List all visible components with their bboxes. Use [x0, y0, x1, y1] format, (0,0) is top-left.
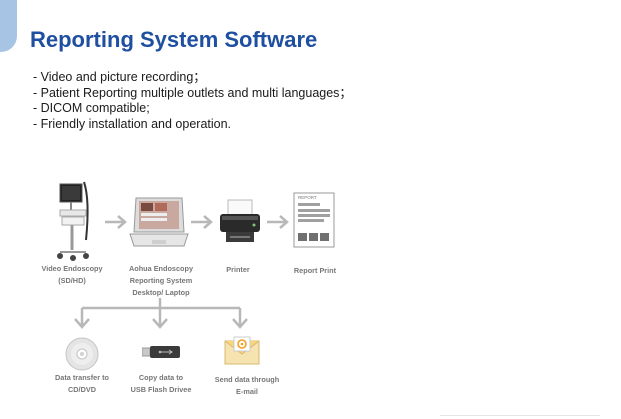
email-envelope-icon [224, 336, 260, 365]
node-label-report-print: Report Print [293, 266, 337, 275]
arrow-right-icon [191, 215, 213, 229]
usb-drive-icon [142, 346, 180, 358]
node-label-video-endoscopy: Video Endoscopy (SD/HD) [41, 264, 103, 285]
arrow-right-icon [105, 215, 127, 229]
divider [440, 415, 600, 416]
node-label-email: Send data through E-mail [214, 375, 280, 396]
node-label-reporting-system: Aohua Endoscopy Reporting System Desktop… [128, 264, 194, 297]
feature-list: - Video and picture recording； - Patient… [33, 70, 352, 132]
endoscopy-cart-icon [57, 181, 89, 261]
node-label-printer: Printer [226, 265, 250, 274]
feature-item: - DICOM compatible; [33, 101, 150, 115]
node-label-usb: Copy data to USB Flash Drivee [130, 373, 192, 394]
laptop-icon [129, 197, 189, 247]
feature-item: - Friendly installation and operation. [33, 116, 232, 131]
report-doc-header: REPORT [298, 195, 317, 200]
feature-item: - Patient Reporting multiple outlets and… [33, 85, 352, 100]
page-title: Reporting System Software [30, 27, 318, 52]
report-document-icon: REPORT [293, 192, 335, 248]
branch-connector [74, 298, 248, 329]
cd-dvd-icon [65, 337, 99, 371]
node-label-cd-dvd: Data transfer to CD/DVD [55, 373, 109, 394]
printer-icon [220, 199, 260, 242]
accent-bar [0, 0, 17, 52]
feature-item: - Video and picture recording； [33, 70, 206, 84]
arrow-right-icon [267, 215, 289, 229]
